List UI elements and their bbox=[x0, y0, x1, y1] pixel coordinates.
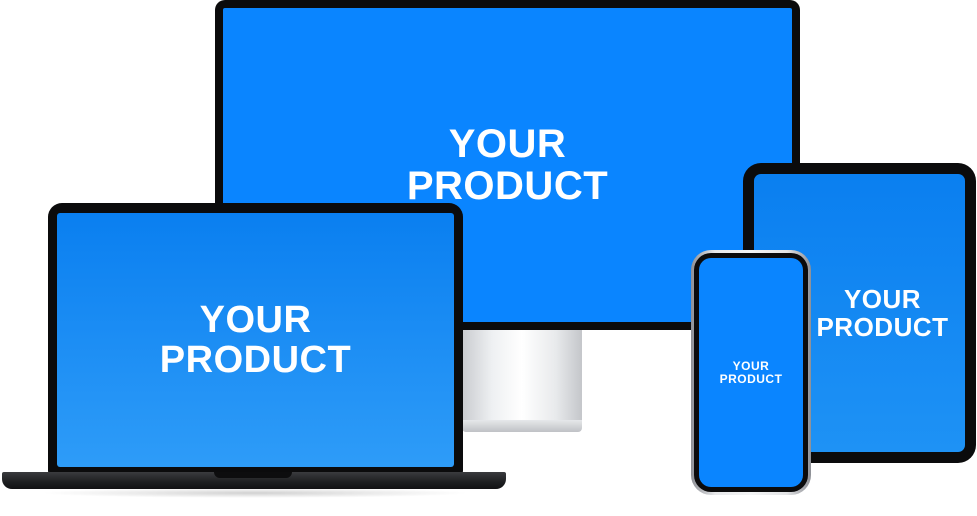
laptop-label-line1: YOUR bbox=[199, 299, 312, 341]
monitor-label-line1: YOUR bbox=[448, 122, 567, 166]
phone-screen-label: YOUR PRODUCT bbox=[699, 358, 803, 386]
tablet-label-line1: YOUR bbox=[843, 284, 922, 314]
phone-bezel: YOUR PRODUCT bbox=[694, 253, 808, 492]
laptop-screen-label: YOUR PRODUCT bbox=[57, 300, 454, 380]
laptop-shadow bbox=[40, 488, 470, 498]
phone-screen: YOUR PRODUCT bbox=[699, 258, 803, 487]
monitor-screen-label: YOUR PRODUCT bbox=[223, 123, 792, 207]
desktop-monitor: YOUR PRODUCT bbox=[215, 0, 800, 330]
monitor-stand-neck bbox=[462, 330, 582, 422]
tablet-label-line2: PRODUCT bbox=[816, 312, 949, 342]
phone-label-line2: PRODUCT bbox=[719, 371, 783, 386]
laptop-label-line2: PRODUCT bbox=[159, 339, 352, 381]
monitor-label-line2: PRODUCT bbox=[406, 164, 609, 208]
laptop: YOUR PRODUCT bbox=[48, 203, 463, 475]
laptop-base bbox=[2, 472, 506, 489]
monitor-stand-base bbox=[462, 420, 582, 432]
tablet-screen-label: YOUR PRODUCT bbox=[800, 285, 965, 341]
smartphone: YOUR PRODUCT bbox=[691, 250, 811, 495]
laptop-screen: YOUR PRODUCT bbox=[57, 213, 454, 467]
phone-label-line1: YOUR bbox=[732, 358, 770, 373]
laptop-lid-notch bbox=[214, 472, 292, 478]
